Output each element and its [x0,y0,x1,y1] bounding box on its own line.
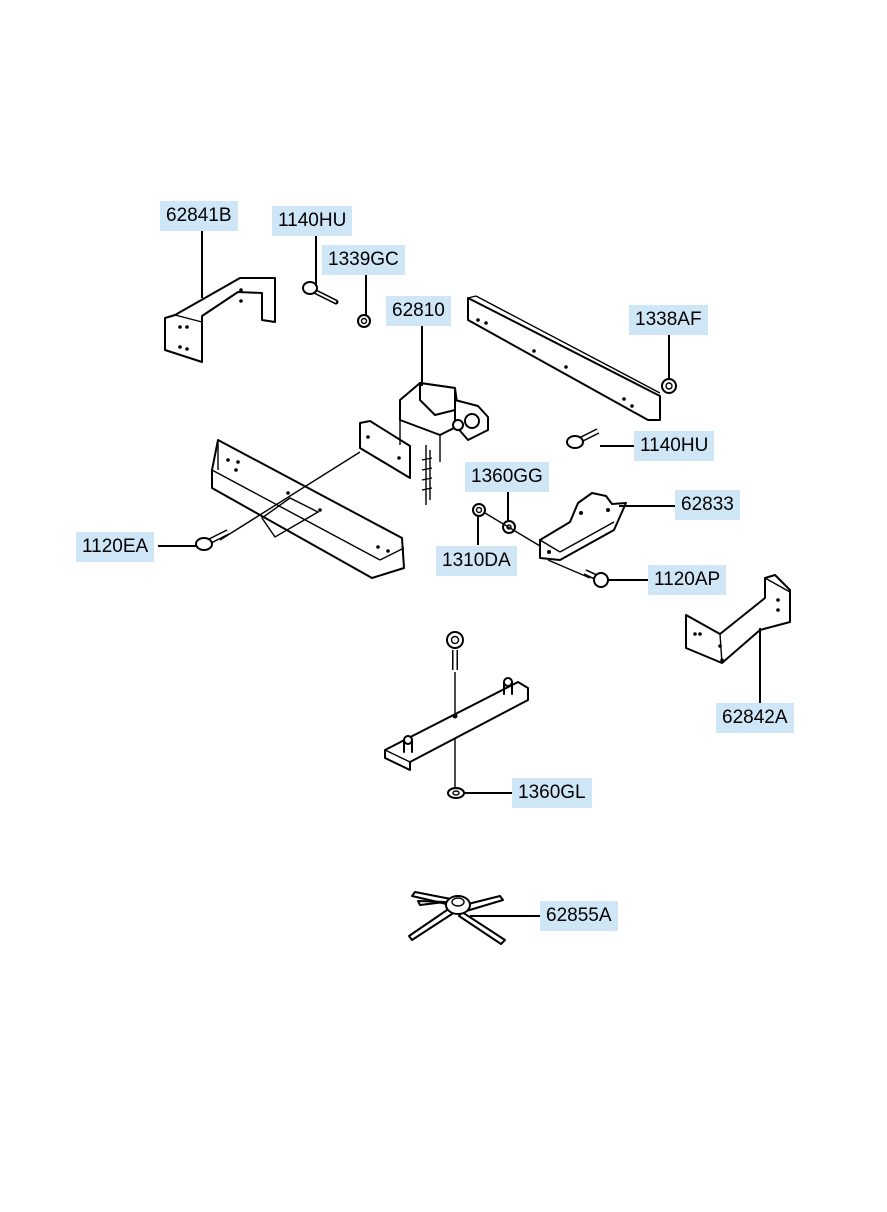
bracket-62842a [685,574,791,664]
rail-upper [467,295,661,421]
label-62810: 62810 [386,296,451,326]
label-62833: 62833 [675,490,740,520]
bracket-62841b [164,277,276,363]
label-62841b: 62841B [160,201,238,231]
plate-62833 [539,492,627,579]
nut-1339gc [357,314,371,328]
label-62842a: 62842A [716,703,794,733]
washer-1360gl [447,787,465,799]
label-62855a: 62855A [540,901,618,931]
label-1120ap: 1120AP [648,565,727,595]
leader-lines [158,230,761,917]
nut-1310da [472,503,486,517]
bolt-1140hu-right [566,428,600,449]
nut-1338af [661,378,677,394]
carrier-62810 [359,382,489,505]
bolt-1140hu-top [302,281,339,305]
label-1338af: 1338AF [629,305,708,335]
rail-lower [211,439,405,579]
bolt-1120ea [195,529,230,551]
label-1120ea: 1120EA [76,532,155,562]
label-1360gg: 1360GG [465,462,549,492]
bolt-1120ap [583,569,609,588]
label-1360gl: 1360GL [512,778,592,808]
label-1140hu-top: 1140HU [272,206,353,236]
label-1310da: 1310DA [436,546,517,576]
label-1339gc: 1339GC [322,245,405,275]
label-1140hu-right: 1140HU [634,431,715,461]
base-plate [384,677,529,771]
spider-62855a [408,891,506,945]
